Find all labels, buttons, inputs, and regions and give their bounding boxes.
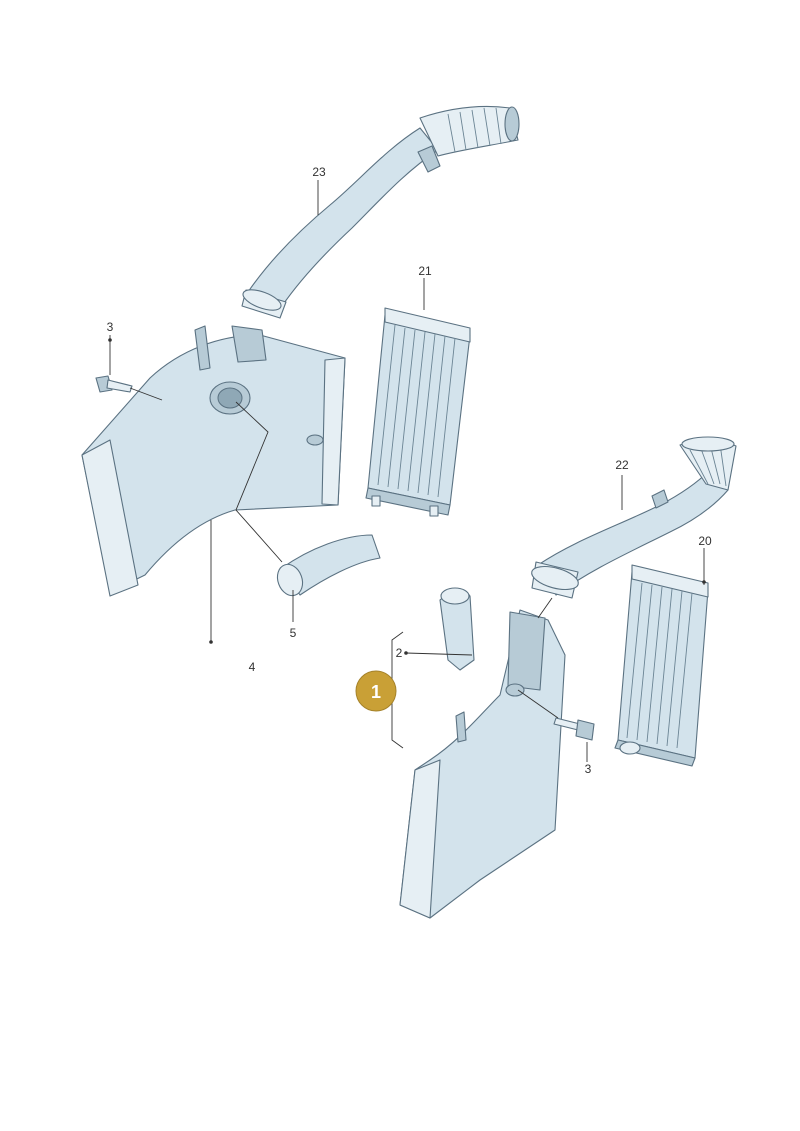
hose-2 — [439, 587, 475, 671]
intercooler-21 — [365, 307, 471, 517]
callout-3-left: 3 — [107, 320, 114, 334]
leader-lines — [108, 180, 706, 762]
callout-21: 21 — [418, 264, 432, 278]
callout-2: 2 — [396, 646, 403, 660]
charge-air-pipe-22 — [531, 436, 737, 599]
hose-5 — [276, 534, 381, 597]
callout-5: 5 — [290, 626, 297, 640]
charge-air-pipe-23 — [241, 105, 520, 319]
air-duct-4 — [81, 325, 346, 597]
callout-22: 22 — [615, 458, 629, 472]
air-duct-right — [399, 609, 566, 919]
bolt-3-right — [553, 717, 595, 741]
callout-4: 4 — [249, 660, 256, 674]
callout-3-right: 3 — [585, 762, 592, 776]
callout-23: 23 — [312, 165, 326, 179]
callout-20: 20 — [698, 534, 712, 548]
position-badge-label: 1 — [371, 682, 381, 702]
position-badge[interactable]: 1 — [355, 670, 397, 712]
intercooler-20 — [614, 564, 709, 767]
bolt-3-left — [95, 375, 133, 393]
